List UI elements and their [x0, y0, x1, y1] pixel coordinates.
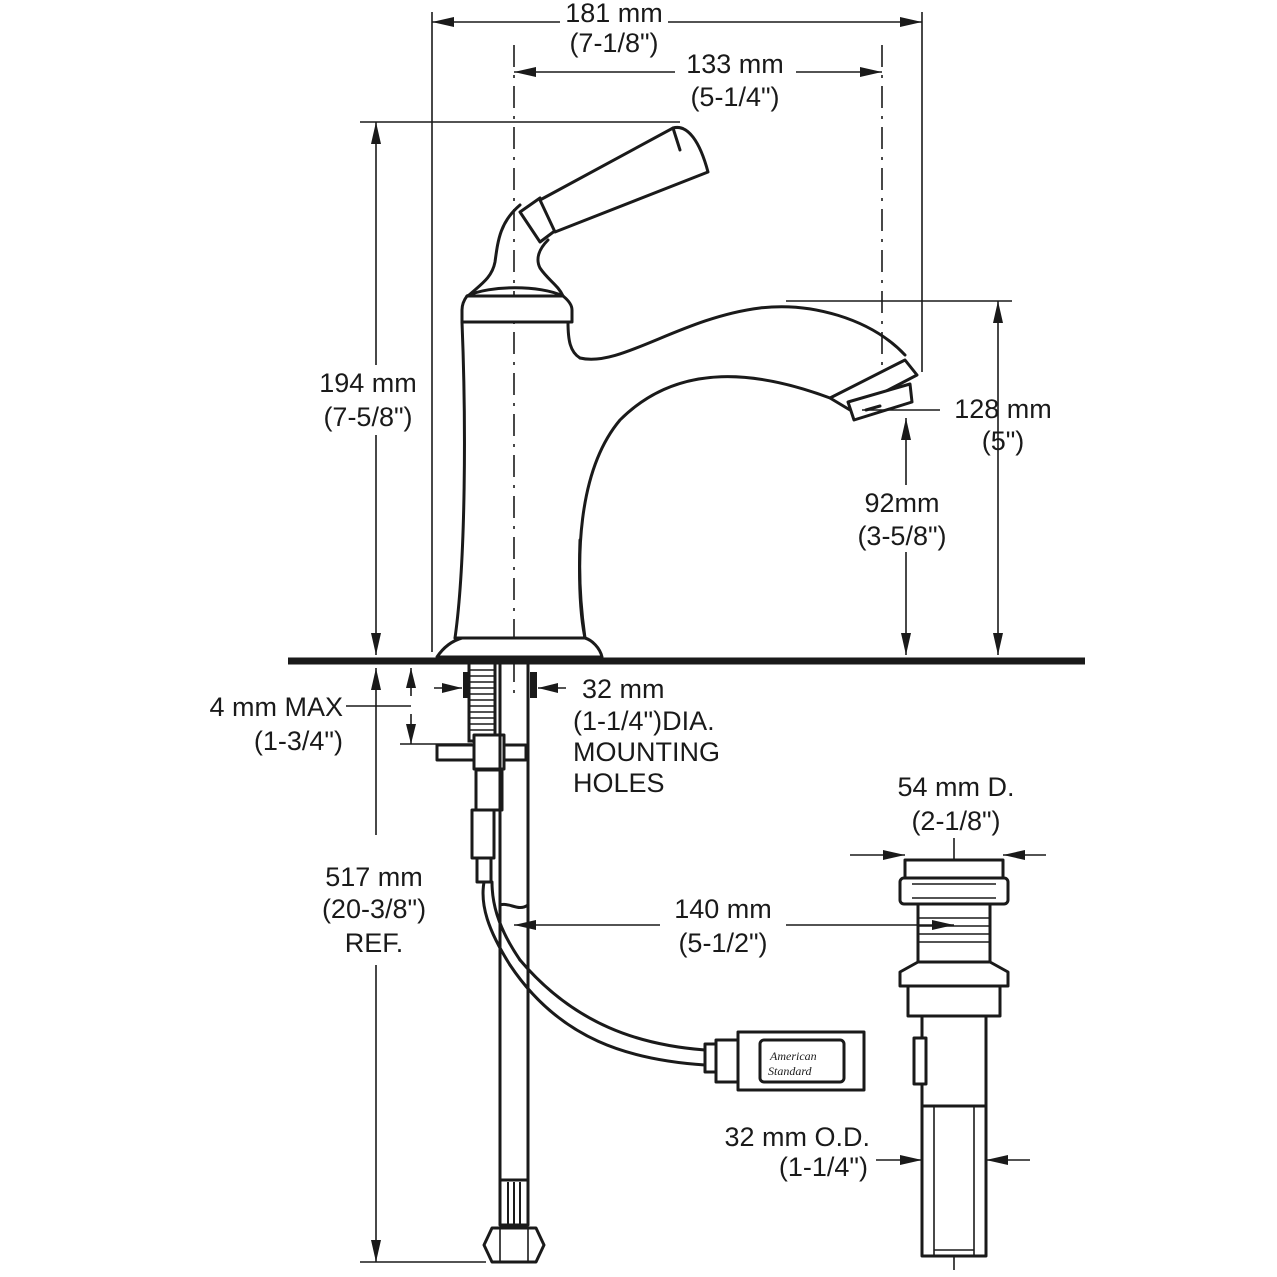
drain-spacing-mm: 140 mm [674, 894, 772, 924]
faucet-body [435, 125, 919, 659]
spout-reach-mm: 133 mm [686, 49, 784, 79]
pop-up-drain [898, 858, 1010, 1258]
supply-length-note: REF. [345, 928, 404, 958]
tailpiece-od-in: (1-1/4") [779, 1152, 868, 1182]
control-box: American Standard [703, 1030, 866, 1092]
spout-height-in: (5") [982, 426, 1025, 456]
deck-thickness-mm: 4 mm MAX [209, 692, 343, 722]
spout-reach-in: (5-1/4") [690, 82, 779, 112]
overall-height-mm: 194 mm [319, 368, 417, 398]
mounting-hole-mm: 32 mm [582, 674, 665, 704]
overall-width-in: (7-1/8") [569, 28, 658, 58]
mounting-hole-line4: HOLES [573, 768, 665, 798]
spout-height-mm: 128 mm [954, 394, 1052, 424]
supply-length-mm: 517 mm [325, 862, 423, 892]
mounting-hole-in: (1-1/4")DIA. [573, 706, 715, 736]
tailpiece-od-mm: 32 mm O.D. [724, 1122, 870, 1152]
logo-line2: Standard [768, 1064, 813, 1078]
supply-length-in: (20-3/8") [322, 894, 426, 924]
dimension-lines [346, 12, 1046, 1263]
deck-thickness-in: (1-3/4") [254, 726, 343, 756]
mounting-shank [435, 661, 537, 884]
overall-height-in: (7-5/8") [323, 402, 412, 432]
mounting-hole-line3: MOUNTING [573, 737, 720, 767]
drain-flange-in: (2-1/8") [911, 806, 1000, 836]
drain-flange-mm: 54 mm D. [897, 772, 1014, 802]
aerator-clearance-mm: 92mm [864, 488, 939, 518]
aerator-clearance-in: (3-5/8") [857, 521, 946, 551]
logo-line1: American [769, 1049, 817, 1063]
supply-hose [481, 661, 707, 1264]
drain-spacing-in: (5-1/2") [678, 928, 767, 958]
dimension-labels: 181 mm (7-1/8") 133 mm (5-1/4") 194 mm (… [209, 0, 1052, 1182]
overall-width-mm: 181 mm [565, 0, 663, 28]
